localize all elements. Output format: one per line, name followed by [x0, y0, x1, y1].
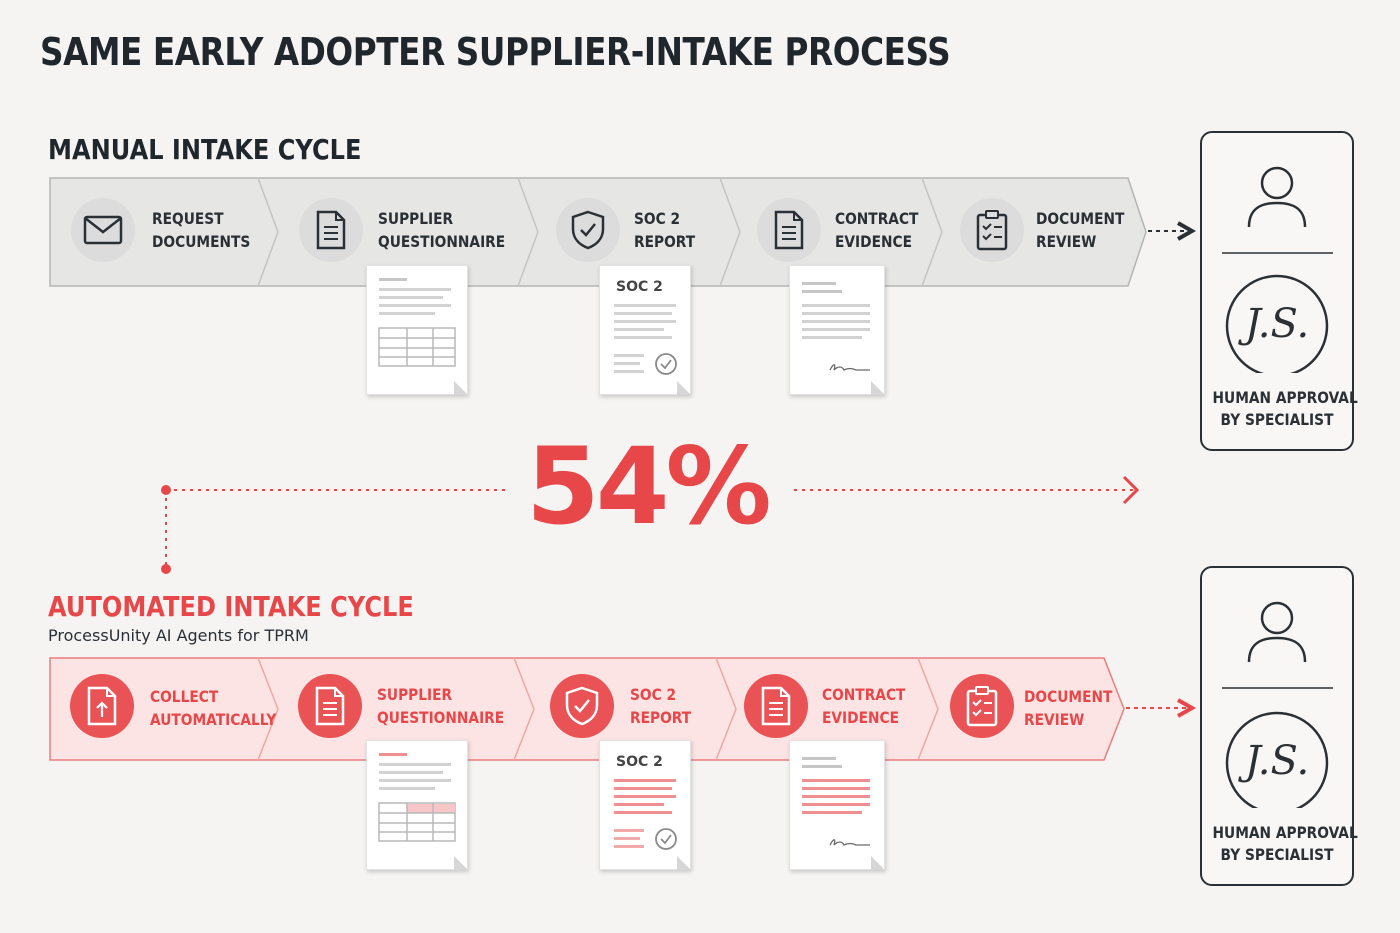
questionnaire-document: [366, 265, 468, 395]
document-icon: [744, 674, 808, 738]
envelope-icon: [71, 198, 135, 262]
upload-document-icon: [70, 674, 134, 738]
signature-initials: J.S.: [1244, 301, 1310, 347]
document-icon: [298, 674, 362, 738]
automated-approval-card: J.S. HUMAN APPROVAL BY SPECIALIST: [1200, 566, 1358, 886]
manual-approval-label: HUMAN APPROVAL BY SPECIALIST: [1212, 388, 1358, 429]
user-icon: [1222, 166, 1333, 373]
clipboard-check-icon: [960, 198, 1024, 262]
page-title: SAME EARLY ADOPTER SUPPLIER-INTAKE PROCE…: [40, 30, 951, 74]
automated-approval-label: HUMAN APPROVAL BY SPECIALIST: [1212, 823, 1358, 864]
signature-initials: J.S.: [1244, 738, 1310, 784]
soc2-document-label: SOC 2: [616, 279, 663, 295]
automated-section-title: AUTOMATED INTAKE CYCLE: [48, 590, 414, 623]
soc2-document-automated: SOC 2: [599, 740, 691, 870]
document-icon: [757, 198, 821, 262]
soc2-document: SOC 2: [599, 265, 691, 395]
soc2-document-label: SOC 2: [616, 754, 663, 770]
clipboard-check-icon: [950, 674, 1014, 738]
contract-document-automated: [789, 740, 885, 870]
manual-section-title: MANUAL INTAKE CYCLE: [48, 133, 362, 166]
manual-approval-card: J.S. HUMAN APPROVAL BY SPECIALIST: [1200, 131, 1358, 451]
time-reduction-percentage: 54%: [526, 425, 772, 548]
questionnaire-document-automated: [366, 740, 468, 870]
user-icon: [1222, 601, 1333, 808]
shield-check-icon: [556, 198, 620, 262]
contract-document: [789, 265, 885, 395]
shield-check-icon: [550, 674, 614, 738]
automated-section-subtitle: ProcessUnity AI Agents for TPRM: [48, 626, 309, 645]
reduction-connector: [161, 475, 1140, 574]
document-icon: [299, 198, 363, 262]
